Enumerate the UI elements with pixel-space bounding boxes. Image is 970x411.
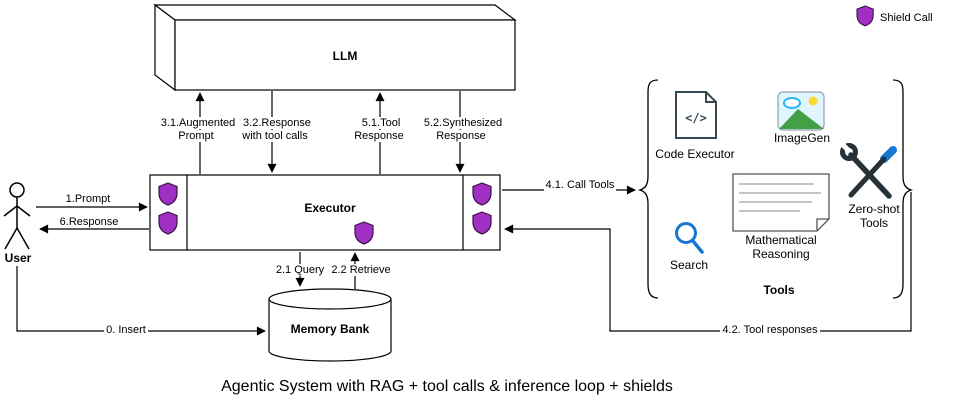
math-reasoning-label: Mathematical Reasoning [745, 233, 817, 262]
cylinder-top [268, 288, 392, 310]
cylinder-body [268, 299, 392, 362]
user-legs [4, 226, 30, 250]
imagegen-icon [777, 91, 825, 131]
edge-label-retrieve-text: 2.2 Retrieve [329, 264, 393, 276]
wrench-head [840, 143, 858, 161]
edge-label-query-text: 2.1 Query [273, 264, 327, 276]
shield-legend-icon [856, 5, 874, 27]
shield-executor-bottom-center [354, 221, 374, 245]
tools-braces [637, 79, 914, 299]
imagegen-mountain [779, 109, 824, 129]
edge-label-query: 2.1 Query [255, 264, 345, 277]
code-glyph: </> [685, 111, 707, 125]
edge-label-response-text: 6.Response [57, 216, 121, 228]
imagegen-cloud [783, 97, 801, 109]
math-equation-lines [739, 183, 821, 212]
memory-bank-cylinder [268, 288, 392, 362]
llm-box [153, 3, 517, 92]
executor-box [149, 174, 501, 251]
legend-shield-call-label: Shield Call [880, 12, 933, 24]
shield-executor-right-top [472, 182, 492, 206]
edge-label-call-tools-text: 4.1. Call Tools [543, 179, 617, 191]
edge-label-synthesized-response: 5.2.Synthesized Response [407, 117, 517, 143]
shield-executor-left-bottom [158, 211, 178, 235]
edge-label-augmented-prompt: 3.1.Augmented Prompt [142, 117, 252, 143]
llm-box-front-face [174, 19, 516, 91]
search-handle [691, 239, 704, 254]
zero-shot-tools-label: Zero-shot Tools [848, 202, 900, 231]
edge-label-insert: 0. Insert [81, 324, 171, 337]
edge-label-response-tool-calls: 3.2.Response with tool calls [221, 117, 331, 143]
user-figure [3, 182, 31, 250]
code-executor-label: Code Executor [655, 147, 735, 161]
zero-shot-tools-icon [840, 142, 897, 199]
code-doc-fold [705, 92, 716, 103]
edge-label-synthesized-response-text: 5.2.Synthesized Response [421, 117, 503, 143]
code-doc-shape [675, 91, 717, 139]
imagegen-sun [808, 96, 818, 106]
executor-label: Executor [304, 201, 356, 215]
user-label: User [4, 251, 32, 265]
tools-group-label: Tools [763, 283, 795, 297]
user-head [9, 182, 25, 198]
edge-label-response-tool-calls-text: 3.2.Response with tool calls [241, 117, 311, 143]
screwdriver-shaft [848, 156, 887, 198]
shield-executor-left-top [158, 182, 178, 206]
edge-label-retrieve: 2.2 Retrieve [316, 264, 406, 277]
search-label: Search [669, 258, 709, 272]
tools-right-brace [892, 79, 914, 299]
edge-label-prompt-text: 1.Prompt [63, 193, 113, 205]
edge-label-call-tools: 4.1. Call Tools [525, 179, 635, 192]
edge-label-tool-response: 5.1.Tool Response [335, 117, 425, 143]
math-reasoning-icon [732, 173, 830, 232]
llm-box-left-face [154, 3, 176, 92]
shield-executor-right-bottom [472, 211, 492, 235]
tools-left-brace [637, 79, 659, 299]
wrench-notch [840, 142, 853, 155]
edge-insert-arrow [16, 266, 266, 336]
edge-label-prompt: 1.Prompt [48, 193, 128, 206]
search-icon [675, 222, 704, 254]
imagegen-label: ImageGen [773, 131, 831, 145]
edge-tool-responses-arrow [504, 192, 912, 332]
executor-rect [149, 174, 501, 251]
shields [158, 5, 874, 245]
user-arms [3, 205, 31, 217]
edge-label-insert-text: 0. Insert [104, 324, 148, 336]
edge-label-response: 6.Response [49, 216, 129, 229]
edge-label-tool-responses-text: 4.2. Tool responses [720, 324, 820, 336]
llm-label: LLM [332, 49, 358, 63]
edge-label-tool-responses: 4.2. Tool responses [700, 324, 840, 337]
search-lens [675, 222, 697, 244]
diagram-title: Agentic System with RAG + tool calls & i… [221, 378, 673, 395]
memory-bank-label: Memory Bank [290, 322, 370, 336]
edge-label-tool-response-text: 5.1.Tool Response [354, 117, 406, 143]
code-executor-icon: </> [675, 91, 717, 139]
math-doc-fold [816, 218, 829, 231]
llm-box-top-face [153, 4, 517, 21]
